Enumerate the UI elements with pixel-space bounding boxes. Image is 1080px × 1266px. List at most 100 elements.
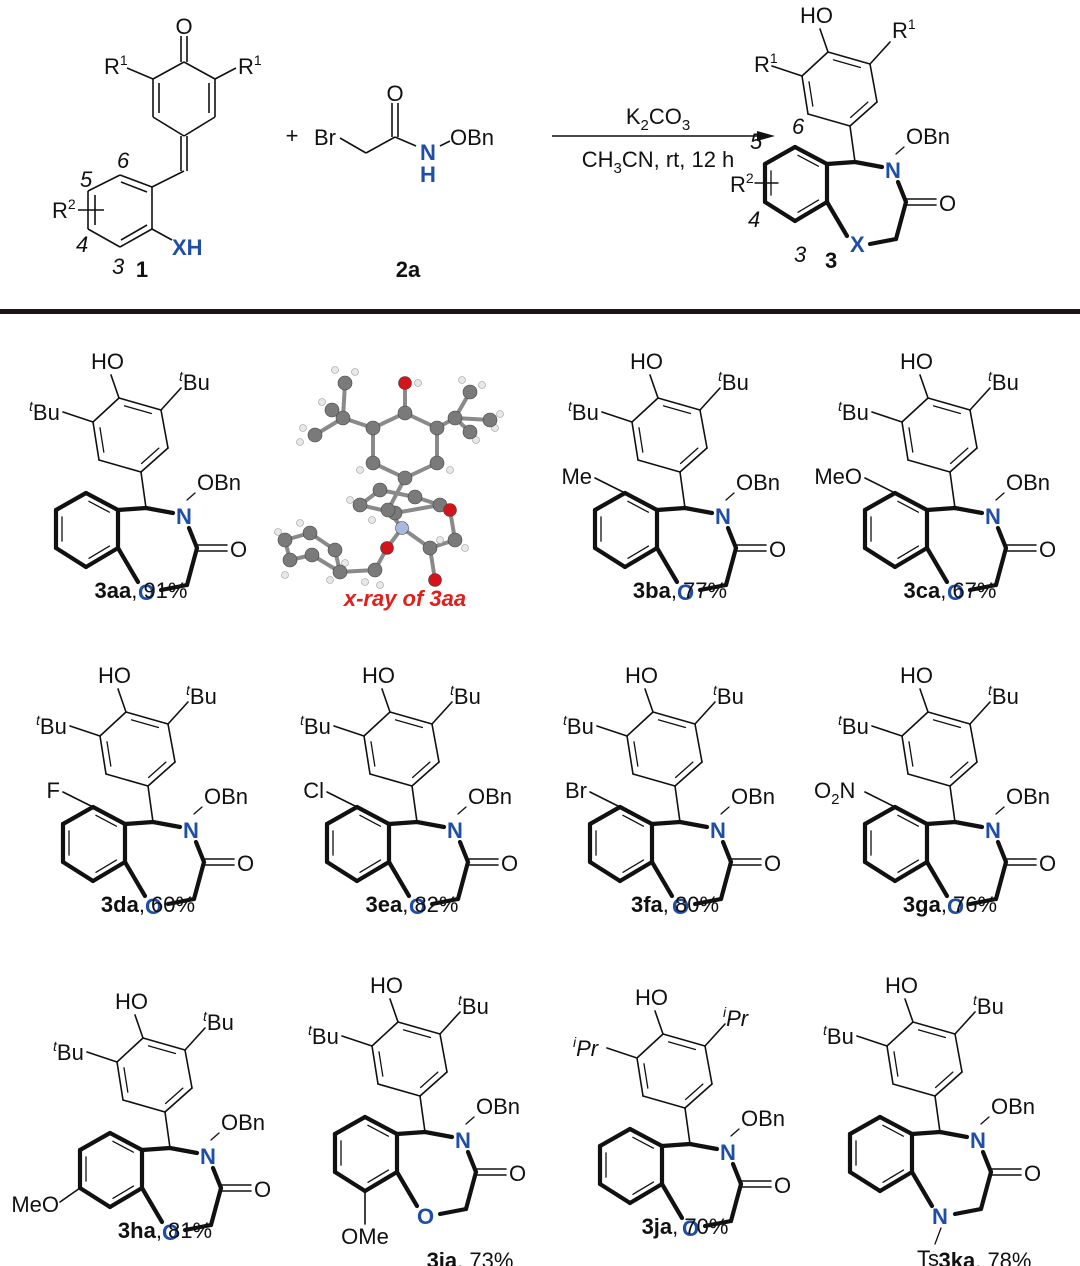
r1-right-bond xyxy=(167,701,189,725)
xray-label: x-ray of 3aa xyxy=(343,586,466,611)
r1-right-label: tBu xyxy=(458,992,489,1019)
compound-yield: , 60% xyxy=(139,892,195,917)
reactant-2: O Br N H OBn 2a xyxy=(314,81,494,282)
carbonyl-o-label: O xyxy=(1039,851,1056,876)
xray-bond xyxy=(394,503,441,515)
double-bond-inner xyxy=(643,1063,649,1089)
ring-heteroatom-O: O xyxy=(162,1220,179,1245)
ho-label: HO xyxy=(115,989,148,1014)
ring-bond xyxy=(394,1169,420,1209)
ring-bond xyxy=(394,1129,428,1137)
obn-label: OBn xyxy=(1006,784,1050,809)
double-bond-inner xyxy=(917,1029,947,1039)
double-bond-inner xyxy=(638,427,644,453)
r1-right-bond xyxy=(439,1011,461,1035)
benzo-bond xyxy=(617,859,655,884)
aryl-bond xyxy=(684,1083,713,1109)
double-bond-inner xyxy=(667,1041,697,1051)
substituent-label: MeO xyxy=(11,1192,59,1217)
r1-left-label: tBu xyxy=(568,398,599,425)
aryl-bond xyxy=(934,1071,963,1097)
double-bond-inner xyxy=(632,1181,655,1195)
aryl-bond xyxy=(657,397,701,411)
carbonyl-o-label: O xyxy=(939,191,956,216)
benzo-bond xyxy=(622,490,660,513)
compound-id: 3aa xyxy=(95,578,132,603)
n-label: N xyxy=(985,504,1001,529)
aryl-bond xyxy=(662,1033,706,1047)
aryl-bond xyxy=(167,723,176,763)
obn-label: OBn xyxy=(741,1106,785,1131)
aryl-bond xyxy=(160,409,169,449)
compound-id: 3ha xyxy=(118,1218,157,1243)
ring-bond xyxy=(193,839,207,865)
aryl-bond xyxy=(92,421,100,461)
benzo-bond xyxy=(597,1181,633,1206)
ch-n-bond xyxy=(937,1129,970,1140)
compound-id: 3ja xyxy=(642,1214,673,1239)
r1-left-bond xyxy=(596,725,628,737)
oh-bond xyxy=(919,688,929,713)
ho-label: HO xyxy=(900,349,933,374)
ring-bond xyxy=(115,505,149,513)
aryl-bond xyxy=(849,101,878,127)
product-position-5: 5 xyxy=(750,129,763,154)
n-label: N xyxy=(885,158,901,183)
xray-hydrogen xyxy=(472,436,480,444)
aryl-bond xyxy=(184,1049,193,1089)
benzo-bond xyxy=(792,199,830,224)
double-bond-inner xyxy=(130,719,160,729)
ring-bond xyxy=(895,179,909,205)
r1-left-bond xyxy=(601,411,633,423)
xray-hydrogen xyxy=(436,536,444,544)
reactant-1-xh: XH xyxy=(172,235,203,260)
ring-bond xyxy=(386,859,412,899)
aryl-bond xyxy=(969,409,978,449)
xray-atom-c xyxy=(447,410,463,426)
xray-atom-c xyxy=(282,552,298,568)
xray-atom-c xyxy=(304,547,320,563)
compound-yield: , 70% xyxy=(672,1214,728,1239)
benzo-bond xyxy=(332,1114,368,1137)
obn-label: OBn xyxy=(991,1094,1035,1119)
benzo-bond xyxy=(53,490,89,513)
benzo-bond xyxy=(77,1130,113,1153)
reactant-2-carbonyl-o: O xyxy=(386,81,403,106)
double-bond-inner xyxy=(797,199,820,213)
product-r1-left: R1 xyxy=(754,50,778,77)
ring-bond xyxy=(165,896,197,907)
r1-right-label: tBu xyxy=(203,1008,234,1035)
obn-label: OBn xyxy=(476,1094,520,1119)
aryl-bond xyxy=(116,1061,124,1101)
r1-left-label: tBu xyxy=(29,398,60,425)
r1-right-bond xyxy=(954,1011,976,1035)
ring-bond xyxy=(692,896,724,907)
ho-label: HO xyxy=(98,663,131,688)
substituent-bond xyxy=(589,791,621,808)
compound-yield: , 81% xyxy=(156,1218,212,1243)
double-bond-inner xyxy=(622,814,645,827)
ring-bond xyxy=(995,839,1009,865)
ch-bond xyxy=(140,471,147,509)
ring-bond xyxy=(995,525,1009,551)
obn-label: OBn xyxy=(1006,470,1050,495)
ch-bond xyxy=(849,125,856,163)
r1-right-bond xyxy=(969,387,991,411)
r1-left-label: tBu xyxy=(53,1038,84,1065)
double-bond-inner xyxy=(893,1051,899,1077)
ring-bond xyxy=(184,545,200,588)
double-bond-inner xyxy=(627,545,650,559)
ch-bond xyxy=(164,1111,171,1149)
ring-heteroatom-O: O xyxy=(409,894,426,919)
double-bond-inner xyxy=(106,741,112,767)
xray-hydrogen xyxy=(346,496,354,504)
benzo-bond xyxy=(587,859,623,884)
aryl-bond xyxy=(631,397,659,423)
compound-label: 3ga, 76% xyxy=(903,892,997,917)
xray-atom-c xyxy=(397,405,413,421)
n-label: N xyxy=(176,504,192,529)
reactant-1-r1-right: R1 xyxy=(238,52,262,79)
